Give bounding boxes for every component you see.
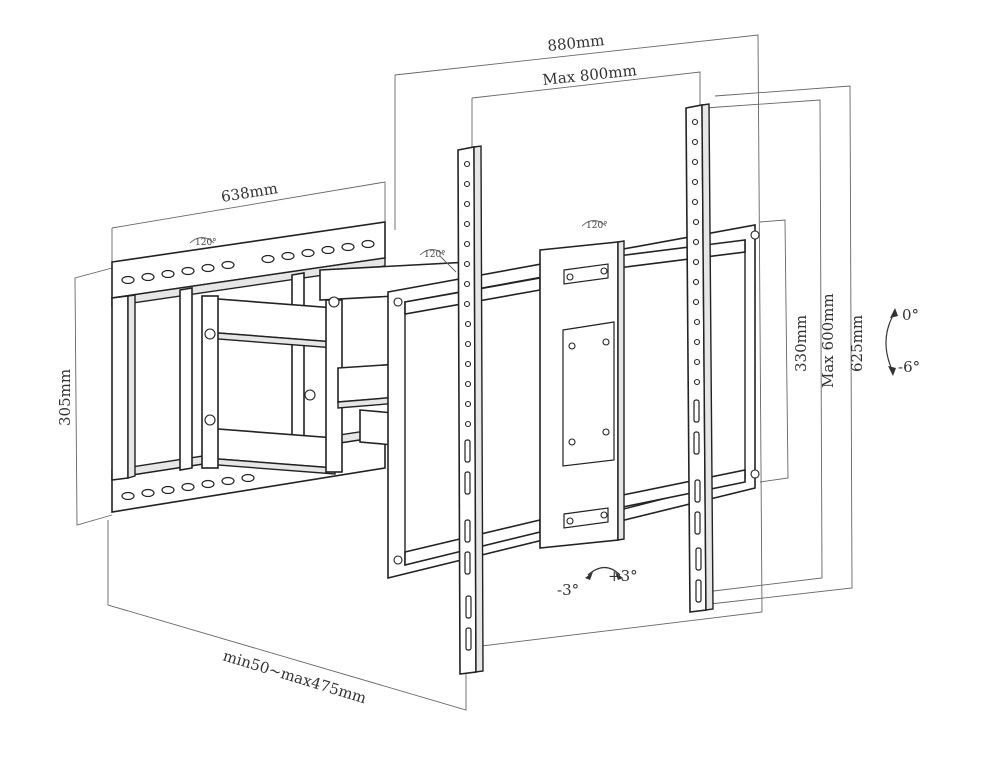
dim-max-vesa-height: Max 600mm: [819, 293, 837, 388]
frame-330: [759, 219, 789, 483]
swivel-indicator-plate: 120°: [581, 220, 608, 231]
swivel-indicator-wall: 120°: [189, 237, 217, 248]
dimension-frames: [74, 34, 853, 711]
dim-wall-plate-height: 305mm: [56, 369, 74, 426]
left-tv-bracket: [457, 145, 484, 675]
tilt-indicator: 0° -6°: [885, 306, 920, 376]
dim-overall-height: 625mm: [848, 315, 866, 372]
frame-extension: [107, 520, 467, 711]
dim-bracket-height: 330mm: [792, 315, 810, 372]
dim-extension: min50~max475mm: [221, 647, 369, 708]
dim-wall-plate-width: 638mm: [220, 179, 279, 206]
level-minus-label: -3°: [557, 581, 579, 599]
tilt-up-label: 0°: [902, 306, 919, 324]
frame-638: [111, 181, 386, 229]
center-plate: [539, 240, 625, 549]
swivel-label-wall: 120°: [195, 238, 217, 248]
frame-305: [74, 267, 113, 526]
dim-overall-width: 880mm: [547, 31, 606, 55]
swivel-indicator-arm: 120°: [419, 249, 457, 273]
frame-625: [709, 85, 853, 605]
tilt-down-label: -6°: [898, 358, 920, 376]
frame-max-800: [471, 71, 701, 220]
frame-max-600: [704, 99, 823, 593]
level-plus-label: +3°: [608, 567, 638, 585]
swivel-label-plate: 120°: [586, 221, 608, 231]
right-tv-bracket: [685, 103, 714, 613]
level-indicator: -3° +3°: [557, 566, 638, 599]
frame-880: [394, 34, 763, 649]
swivel-label-arm: 120°: [424, 250, 446, 260]
